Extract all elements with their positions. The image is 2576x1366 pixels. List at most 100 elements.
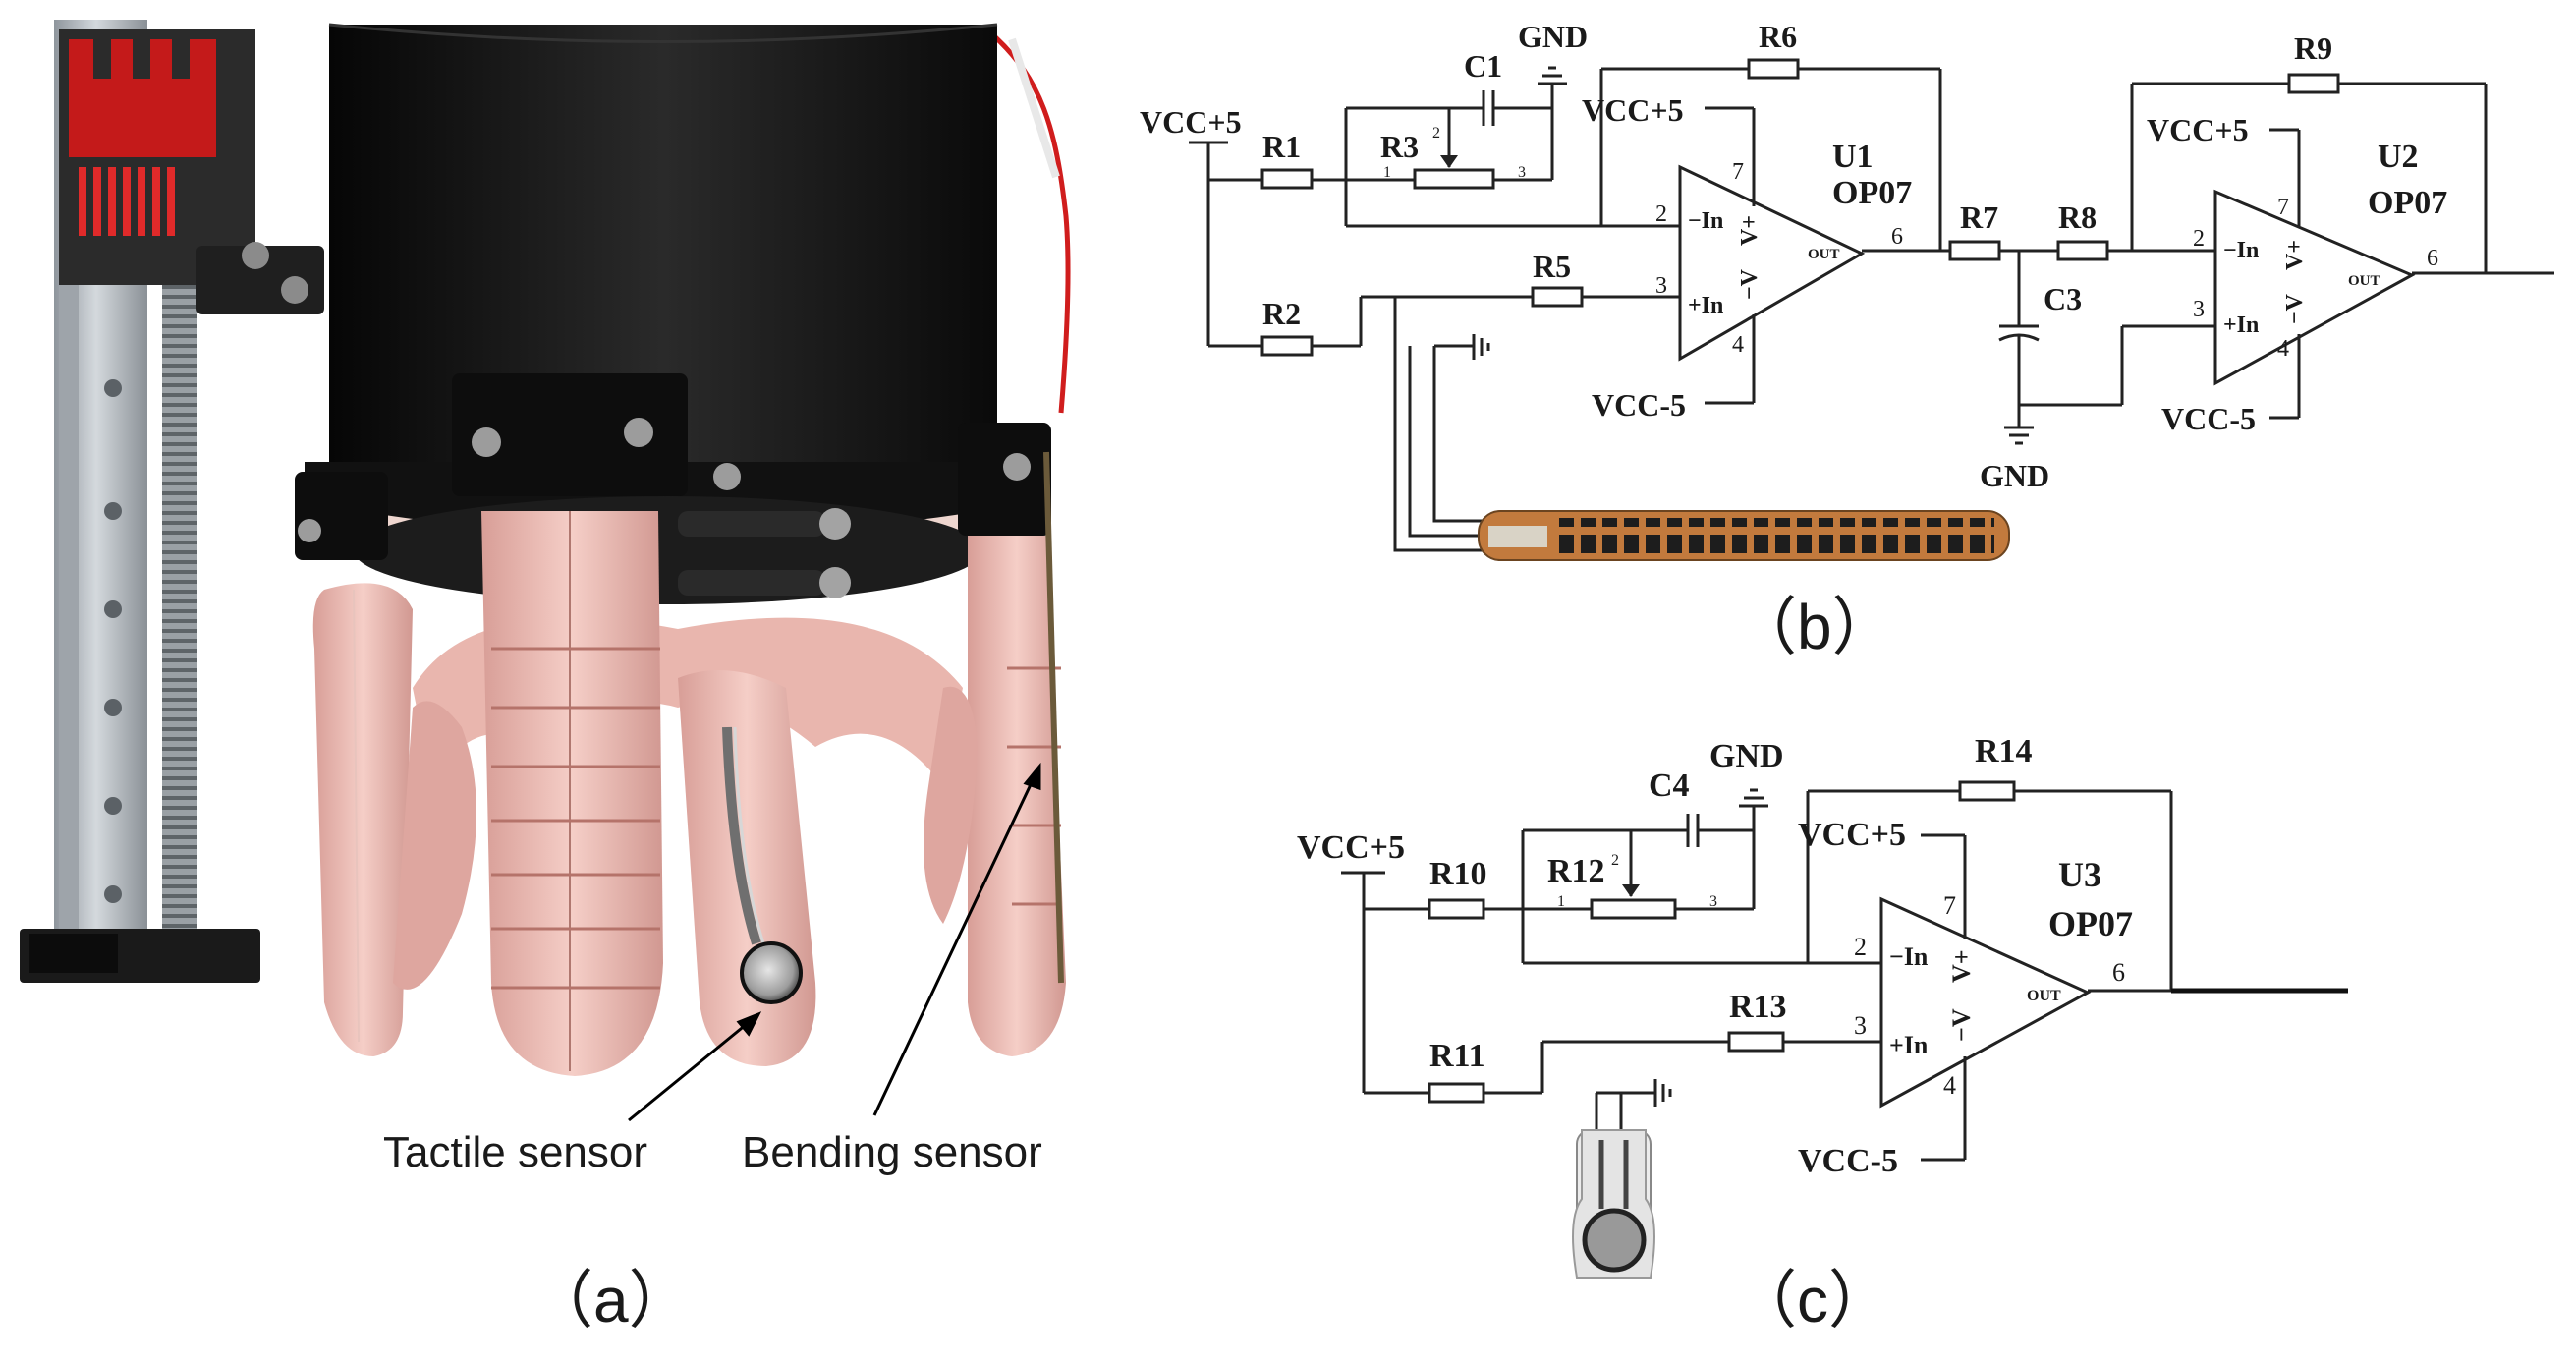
resistor-r7 <box>1948 240 2001 261</box>
vcc-input-c: VCC+5 <box>1297 829 1405 866</box>
panel-label-c: （c） <box>1734 1265 1891 1336</box>
r3-pin1: 1 <box>1383 164 1391 181</box>
resistor-r8 <box>2056 240 2109 261</box>
finger-right-inner <box>924 686 978 924</box>
panel-b-labels: VCC+5 R1 R2 R3 C1 GND R5 R6 VCC+5 VCC-5 … <box>1140 19 2447 493</box>
label-r10: R10 <box>1429 856 1487 892</box>
label-r7: R7 <box>1960 199 1998 235</box>
u3-out: OUT <box>2027 988 2061 1004</box>
u2-vplus: V+ <box>2282 240 2308 270</box>
resistor-r1 <box>1260 168 1314 190</box>
finger-clamp-center <box>452 373 688 496</box>
vcc-input-b: VCC+5 <box>1140 104 1242 140</box>
resistor-r2 <box>1260 335 1314 357</box>
finger-clamp-right <box>958 423 1051 536</box>
u2-pin6: 6 <box>2427 246 2438 271</box>
label-r5: R5 <box>1533 249 1571 284</box>
u3-pin3: 3 <box>1854 1011 1867 1040</box>
u3-pin6: 6 <box>2112 958 2125 987</box>
finger-clamp-left <box>295 472 388 560</box>
u3-name: U3 <box>2058 855 2101 894</box>
label-r2: R2 <box>1262 296 1301 331</box>
opamp-u1 <box>1678 164 1866 362</box>
u2-part: OP07 <box>2368 185 2447 221</box>
panel-label-a: （a） <box>531 1265 692 1336</box>
u2-pin4: 4 <box>2277 336 2289 362</box>
label-gnd-bottom: GND <box>1980 458 2049 493</box>
label-tactile-sensor: Tactile sensor <box>383 1128 647 1176</box>
u2-vminus: −V <box>2282 293 2308 324</box>
rail-holes <box>104 379 122 903</box>
panel-c-labels: VCC+5 R10 R12 C4 GND R11 R13 R14 VCC+5 V… <box>1297 733 2133 1179</box>
resistor-r14 <box>1958 780 2016 802</box>
vcc-p-u3: VCC+5 <box>1798 817 1906 853</box>
u1-in-plus: +In <box>1688 293 1723 318</box>
u3-vminus: −V <box>1947 1008 1976 1042</box>
r12-pin2: 2 <box>1611 852 1619 869</box>
u1-vminus: −V <box>1737 268 1763 300</box>
gnd-symbol-top <box>1538 66 1567 85</box>
finger-left-inner <box>393 701 476 990</box>
panel-a-photo <box>20 20 1071 1122</box>
vcc-n-u1: VCC-5 <box>1592 387 1686 423</box>
potentiometer-r12 <box>1590 898 1677 920</box>
label-r11: R11 <box>1429 1038 1485 1074</box>
resistor-r13 <box>1727 1031 1785 1053</box>
label-gnd-top: GND <box>1518 19 1588 54</box>
mounting-screws <box>678 463 851 598</box>
panel-b-schematic <box>1189 58 2554 561</box>
gnd-symbol-bottom <box>2004 426 2034 445</box>
u3-pin7: 7 <box>1943 891 1956 920</box>
u2-in-minus: −In <box>2223 238 2259 263</box>
r12-pin1: 1 <box>1557 893 1565 910</box>
resistor-r5 <box>1531 286 1584 308</box>
label-r13: R13 <box>1729 989 1787 1025</box>
label-r14: R14 <box>1975 733 2033 769</box>
red-cable <box>990 32 1071 414</box>
annotation-arrows <box>628 762 1041 1122</box>
r3-pin3: 3 <box>1518 164 1526 181</box>
label-c3: C3 <box>2044 281 2082 316</box>
finger-left <box>312 583 413 1056</box>
resistor-r9 <box>2287 73 2340 94</box>
u1-in-minus: −In <box>1688 208 1723 234</box>
u1-pin4: 4 <box>1732 332 1744 358</box>
resistor-r10 <box>1428 898 1485 920</box>
resistor-r6 <box>1747 58 1800 80</box>
u2-pin7: 7 <box>2277 195 2289 220</box>
label-r1: R1 <box>1262 129 1301 164</box>
bending-strip-on-finger <box>1043 451 1064 984</box>
u3-pin2: 2 <box>1854 933 1867 961</box>
label-r8: R8 <box>2058 199 2097 235</box>
opamp-u3 <box>1879 896 2092 1109</box>
tactile-sensor-fsr <box>1572 1129 1655 1279</box>
r3-pin2: 2 <box>1432 125 1440 142</box>
vcc-p-u2: VCC+5 <box>2147 112 2249 147</box>
u2-pin3: 3 <box>2193 297 2205 322</box>
opamp-u2 <box>2213 189 2416 386</box>
label-r12: R12 <box>1547 853 1605 889</box>
finger-right <box>968 536 1066 1056</box>
u1-pin6: 6 <box>1891 224 1903 250</box>
u1-vplus: V+ <box>1737 215 1763 246</box>
bending-sensor-strip <box>1478 510 2010 561</box>
r12-pin3: 3 <box>1709 893 1717 910</box>
vcc-p-u1: VCC+5 <box>1582 92 1684 128</box>
u1-out: OUT <box>1808 247 1840 262</box>
vcc-n-u3: VCC-5 <box>1798 1143 1898 1179</box>
resistor-r11 <box>1428 1082 1485 1104</box>
u2-pin2: 2 <box>2193 226 2205 252</box>
lead-screw <box>162 285 197 943</box>
u2-out: OUT <box>2348 273 2380 289</box>
panel-label-b: （b） <box>1734 592 1895 662</box>
finger-center-grooves <box>491 647 660 990</box>
u1-part: OP07 <box>1832 175 1912 211</box>
u3-in-plus: +In <box>1889 1031 1929 1059</box>
label-r3: R3 <box>1380 129 1419 164</box>
finger-center <box>481 511 663 1076</box>
label-c4: C4 <box>1649 768 1690 804</box>
label-c1: C1 <box>1464 48 1502 84</box>
u3-in-minus: −In <box>1889 942 1929 971</box>
u1-pin7: 7 <box>1732 159 1744 185</box>
